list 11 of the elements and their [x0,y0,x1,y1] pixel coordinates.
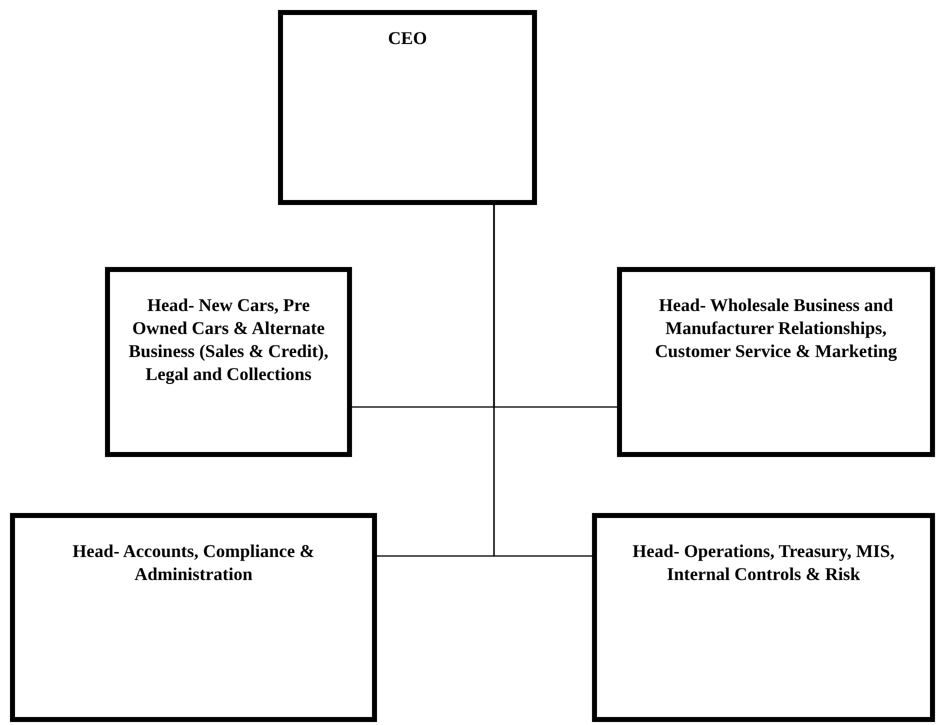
position-box [592,513,935,722]
position-box [10,513,377,722]
position-box [617,267,935,457]
position-title: Head- Wholesale Business and Manufacturer Relationships, Customer Service & Marketing [654,294,898,363]
position-box [105,267,352,457]
position-title: Head- Accounts, Compliance & Administration [72,540,316,586]
position-box [278,10,537,205]
position-title: Head- New Cars, Pre Owned Cars & Alternate Business (Sales & Credit), Legal and Collections [128,294,330,386]
position-title: CEO [388,27,427,50]
position-title: Head- Operations, Treasury, MIS, Internal Controls & Risk [631,540,896,586]
connector-line [493,205,592,557]
